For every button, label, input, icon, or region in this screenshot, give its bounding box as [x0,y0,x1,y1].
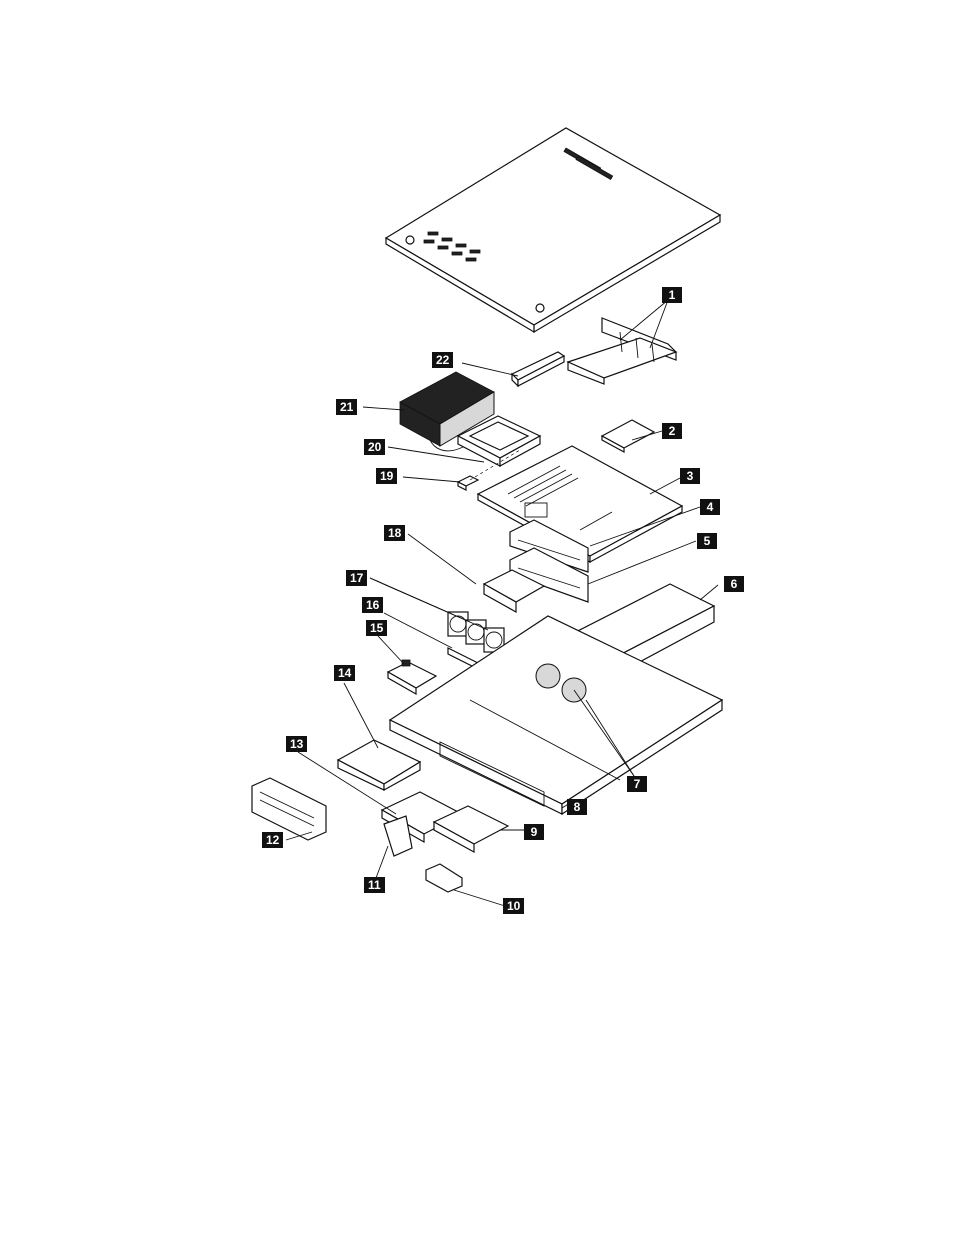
callout-1: 1 [662,287,682,303]
callout-8: 8 [567,799,587,815]
dimm-module [512,352,564,386]
callout-12: 12 [262,832,283,848]
callout-11: 11 [364,877,385,893]
pci-riser-assembly [568,318,676,384]
callout-3: 3 [680,468,700,484]
callout-15: 15 [366,620,387,636]
chassis [390,616,722,814]
callout-10: 10 [503,898,524,914]
callout-2: 2 [662,423,682,439]
front-bezel [252,778,326,840]
callout-4: 4 [700,499,720,515]
callout-14: 14 [334,665,355,681]
operator-panel [388,660,436,694]
callout-17: 17 [346,570,367,586]
callout-6: 6 [724,576,744,592]
callout-22: 22 [432,352,453,368]
callout-9: 9 [524,824,544,840]
drive-filler-panel [426,864,462,892]
callout-7: 7 [627,776,647,792]
callout-16: 16 [362,597,383,613]
callout-18: 18 [384,525,405,541]
optical-drive [338,740,420,790]
microprocessor [458,476,478,490]
callout-20: 20 [364,439,385,455]
callout-19: 19 [376,468,397,484]
callout-21: 21 [336,399,357,415]
callout-5: 5 [697,533,717,549]
fan-group [448,612,504,652]
callout-13: 13 [286,736,307,752]
